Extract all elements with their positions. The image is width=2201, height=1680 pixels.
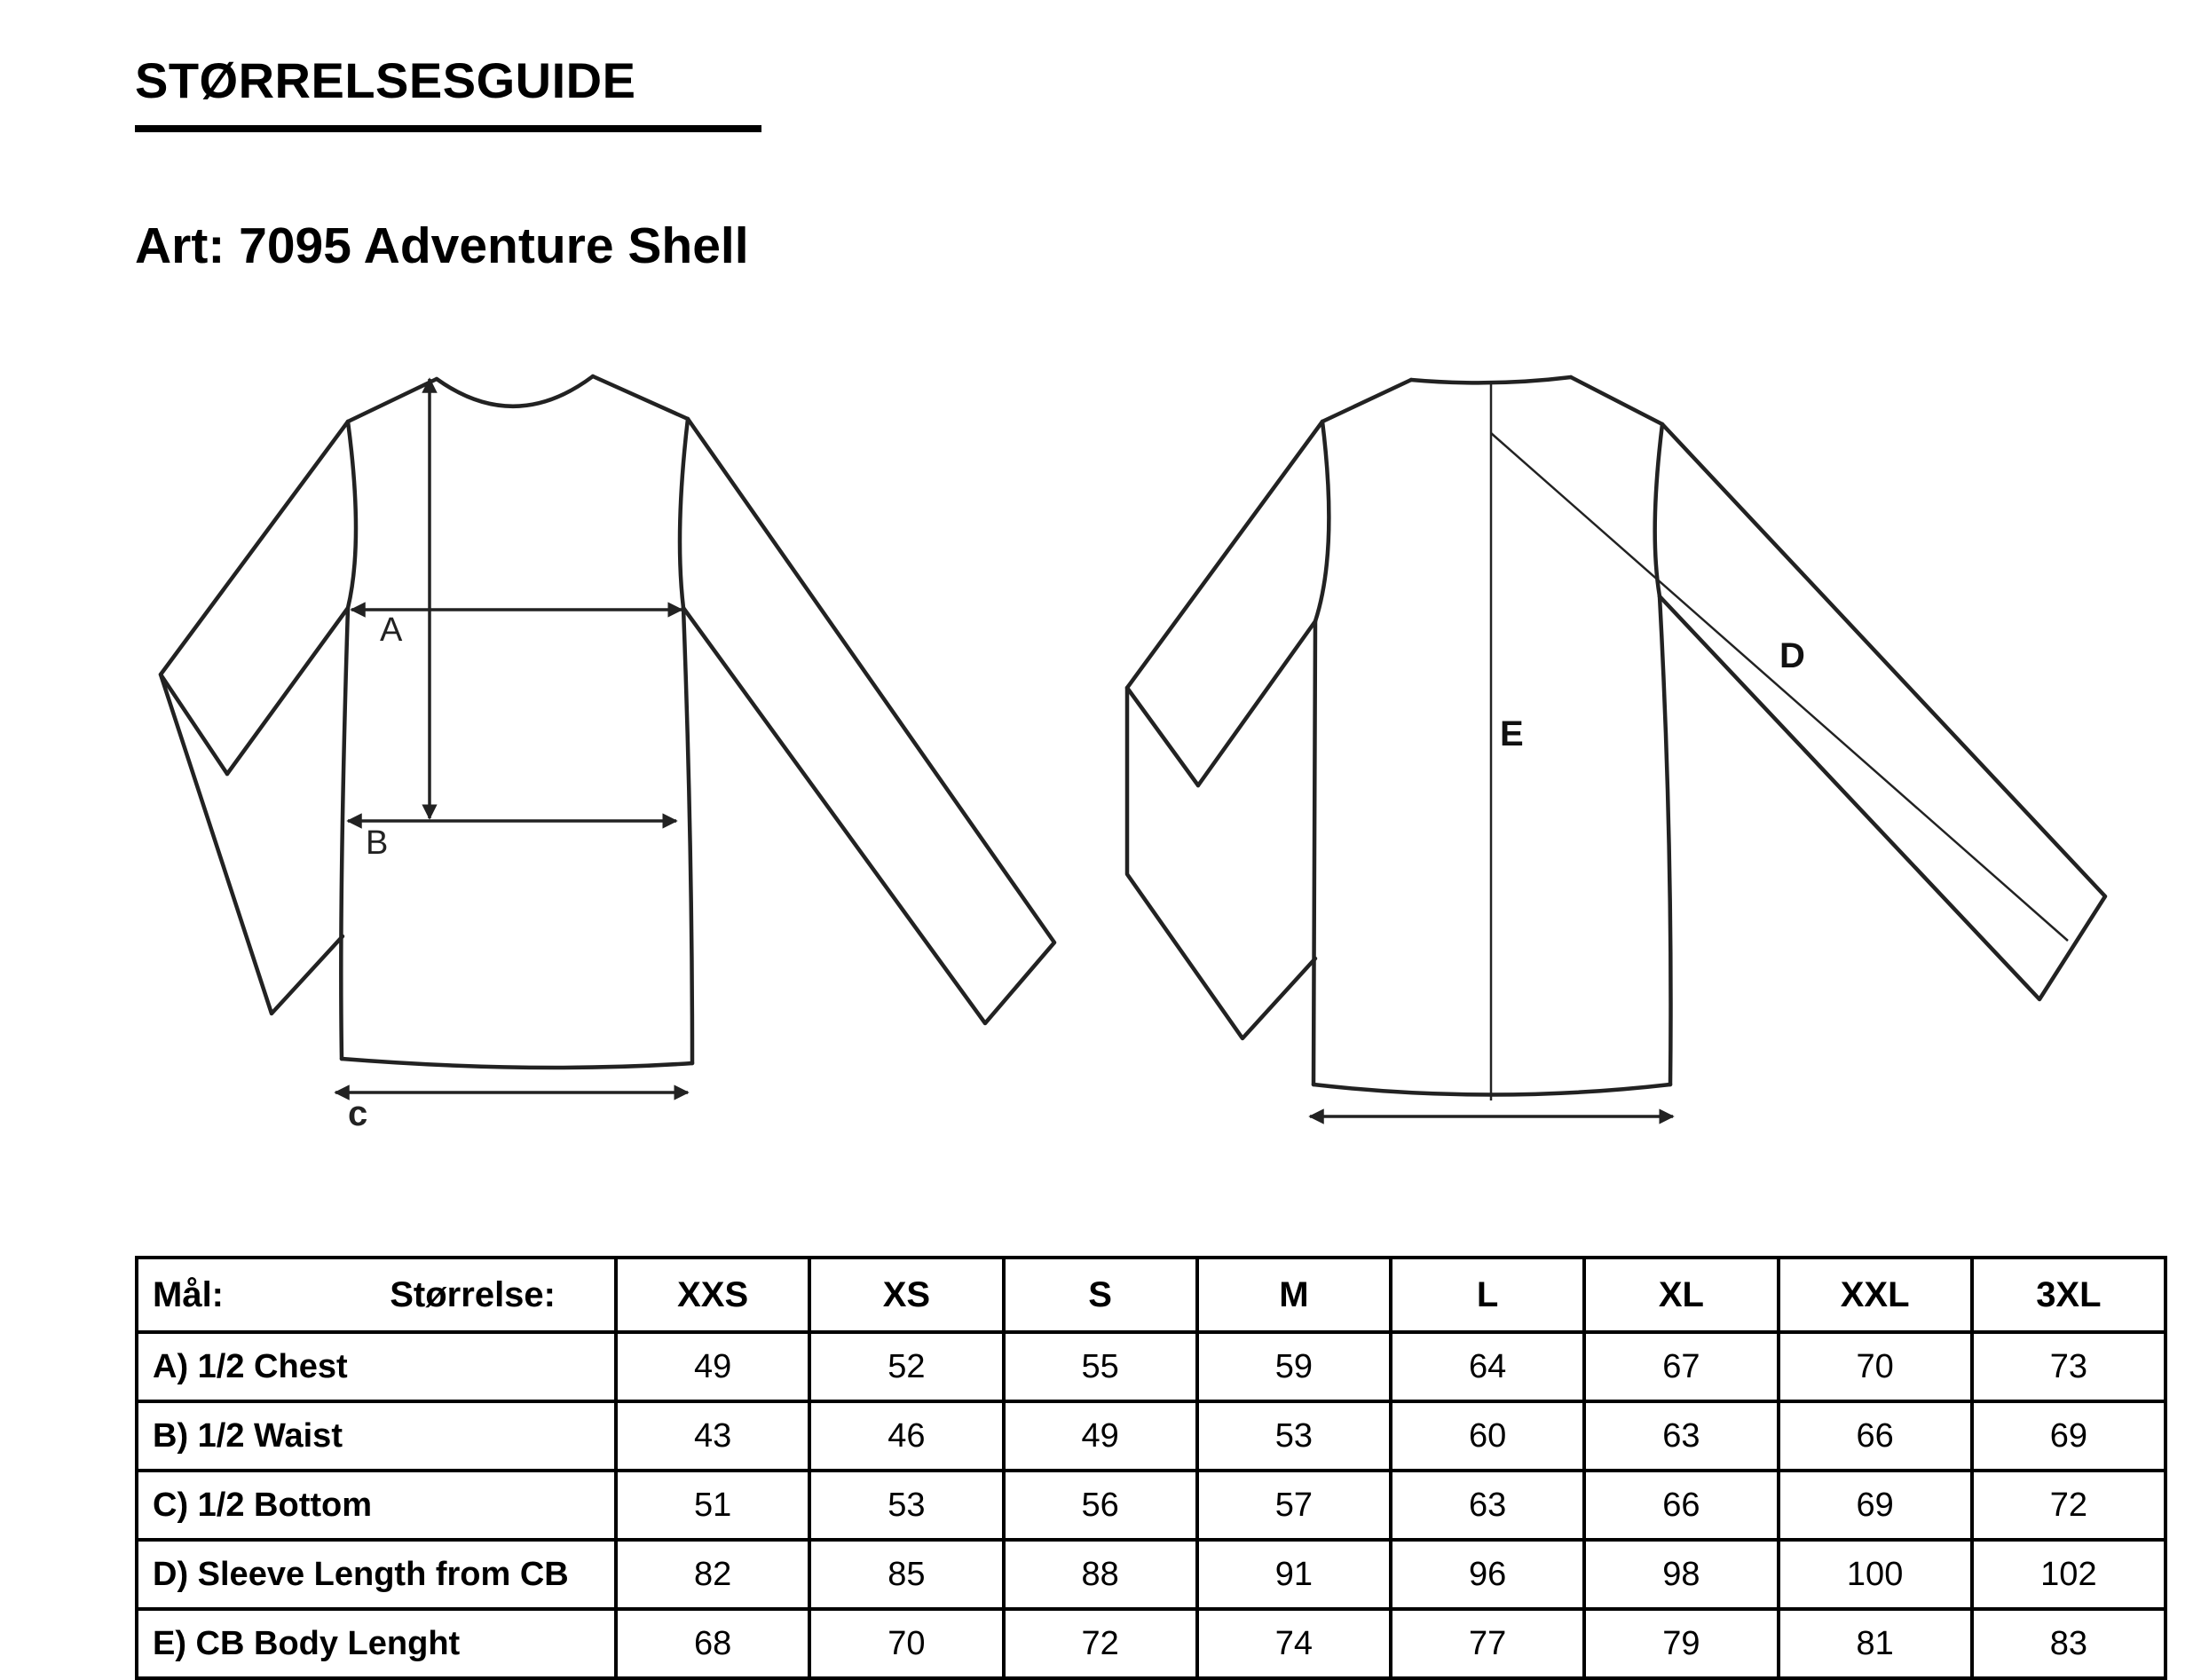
front-view	[158, 374, 1057, 1070]
front-left-sleeve-outer	[158, 419, 351, 1016]
size-header: XS	[808, 1256, 1006, 1334]
size-table: Mål: Størrelse: XXS XS S M L XL XXL 3XL …	[135, 1256, 2168, 1680]
table-cell: 57	[1195, 1469, 1393, 1542]
table-cell: 63	[1388, 1469, 1587, 1542]
size-header: 3XL	[1969, 1256, 2168, 1334]
table-cell: 100	[1776, 1538, 1974, 1611]
table-cell: 69	[1776, 1469, 1974, 1542]
back-measurements	[1308, 383, 2069, 1124]
table-cell: 67	[1582, 1330, 1780, 1403]
table-cell: 68	[613, 1607, 812, 1680]
table-cell: 72	[1969, 1469, 2168, 1542]
table-row: D) Sleeve Length from CB 82 85 88 91 96 …	[135, 1538, 2168, 1611]
front-left-sleeve-inner	[225, 419, 359, 777]
front-left-side	[339, 605, 351, 1061]
front-right-shoulder	[590, 374, 690, 422]
table-cell: 79	[1582, 1607, 1780, 1680]
table-cell: 66	[1582, 1469, 1780, 1542]
table-cell: 63	[1582, 1400, 1780, 1472]
table-cell: 72	[1001, 1607, 1199, 1680]
table-cell: 53	[808, 1469, 1006, 1542]
table-cell: 46	[808, 1400, 1006, 1472]
table-row: E) CB Body Lenght 68 70 72 74 77 79 81 8…	[135, 1607, 2168, 1680]
table-cell: 77	[1388, 1607, 1587, 1680]
measure-label: Mål:	[153, 1274, 224, 1314]
front-left-cuff	[158, 672, 230, 777]
table-cell: 83	[1969, 1607, 2168, 1680]
back-right-shoulder	[1568, 375, 1665, 427]
front-measurements	[334, 377, 690, 1100]
table-row: A) 1/2 Chest 49 52 55 59 64 67 70 73	[135, 1330, 2168, 1403]
table-cell: 85	[808, 1538, 1006, 1611]
back-left-cuff	[1124, 685, 1201, 788]
back-left-sleeve	[1124, 419, 1325, 1041]
header-label-cell: Mål: Størrelse:	[135, 1256, 618, 1334]
table-cell: 70	[1776, 1330, 1974, 1403]
label-b: B	[366, 824, 388, 862]
label-c: c	[348, 1094, 367, 1133]
table-cell: 64	[1388, 1330, 1587, 1403]
table-cell: 49	[1001, 1400, 1199, 1472]
table-cell: 81	[1776, 1607, 1974, 1680]
table-cell: 88	[1001, 1538, 1199, 1611]
back-left-shoulder	[1320, 377, 1414, 424]
back-neckline	[1408, 375, 1574, 385]
sleeve-length-line	[1490, 432, 2069, 942]
front-right-lower-side	[681, 605, 695, 1066]
label-d: D	[1779, 636, 1805, 675]
table-cell: 96	[1388, 1538, 1587, 1611]
table-cell: 55	[1001, 1330, 1199, 1403]
table-cell: 91	[1195, 1538, 1393, 1611]
table-cell: 102	[1969, 1538, 2168, 1611]
size-header: XXL	[1776, 1256, 1974, 1334]
front-left-shoulder	[345, 376, 439, 424]
label-e: E	[1500, 714, 1524, 753]
back-left-side	[1311, 619, 1318, 1087]
label-a: A	[380, 611, 403, 649]
front-right-sleeve	[681, 416, 1057, 1026]
table-cell: 52	[808, 1330, 1006, 1403]
size-header: S	[1001, 1256, 1199, 1334]
back-view	[1124, 375, 2108, 1097]
table-cell: 70	[808, 1607, 1006, 1680]
row-label: C) 1/2 Bottom	[135, 1469, 618, 1542]
table-header-row: Mål: Størrelse: XXS XS S M L XL XXL 3XL	[135, 1256, 2168, 1334]
row-label: D) Sleeve Length from CB	[135, 1538, 618, 1611]
table-cell: 60	[1388, 1400, 1587, 1472]
size-header: XXS	[613, 1256, 812, 1334]
size-header: L	[1388, 1256, 1587, 1334]
article-title: Art: 7095 Adventure Shell	[135, 217, 749, 274]
size-label: Størrelse:	[390, 1274, 556, 1314]
front-collar	[434, 374, 596, 408]
table-cell: 49	[613, 1330, 812, 1403]
table-cell: 66	[1776, 1400, 1974, 1472]
table-cell: 73	[1969, 1330, 2168, 1403]
guide-title: STØRRELSESGUIDE	[135, 52, 636, 108]
table-cell: 56	[1001, 1469, 1199, 1542]
table-cell: 59	[1195, 1330, 1393, 1403]
table-cell: 69	[1969, 1400, 2168, 1472]
front-right-side	[677, 416, 690, 611]
back-left-underarm	[1195, 419, 1331, 788]
back-right-sleeve	[1657, 422, 2108, 1002]
row-label: A) 1/2 Chest	[135, 1330, 618, 1403]
row-label: B) 1/2 Waist	[135, 1400, 618, 1472]
table-cell: 82	[613, 1538, 812, 1611]
title-underline	[135, 125, 761, 132]
table-cell: 53	[1195, 1400, 1393, 1472]
table-row: C) 1/2 Bottom 51 53 56 57 63 66 69 72	[135, 1469, 2168, 1542]
table-cell: 51	[613, 1469, 812, 1542]
table-row: B) 1/2 Waist 43 46 49 53 60 63 66 69	[135, 1400, 2168, 1472]
row-label: E) CB Body Lenght	[135, 1607, 618, 1680]
table-cell: 43	[613, 1400, 812, 1472]
table-cell: 74	[1195, 1607, 1393, 1680]
back-right-side-upper	[1653, 422, 1665, 599]
back-right-side	[1657, 594, 1673, 1087]
front-hem	[339, 1056, 695, 1070]
size-header: XL	[1582, 1256, 1780, 1334]
table-cell: 98	[1582, 1538, 1780, 1611]
size-header: M	[1195, 1256, 1393, 1334]
